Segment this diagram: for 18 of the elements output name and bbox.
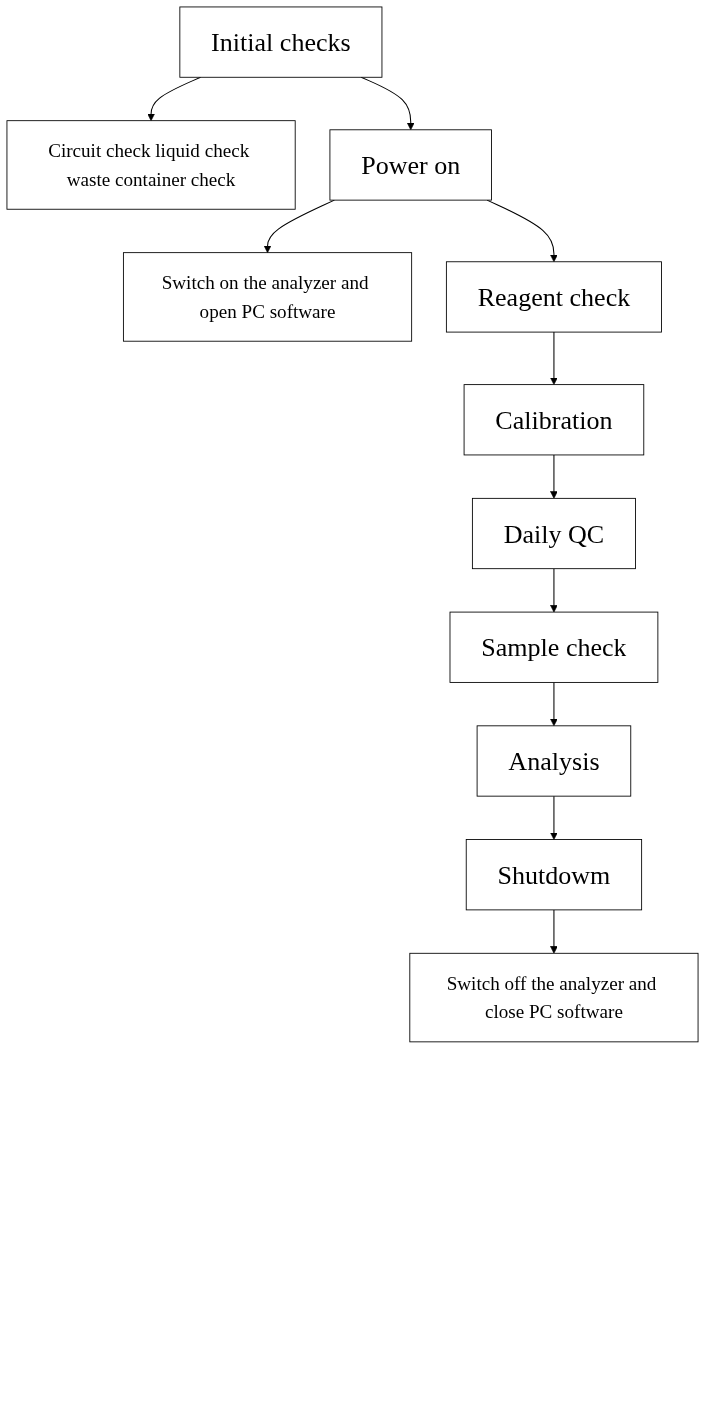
node-box: Circuit check liquid check waste container check bbox=[6, 120, 296, 210]
node-box: Switch off the analyzer and close PC software bbox=[409, 952, 699, 1043]
node-box: Daily QC bbox=[471, 497, 636, 570]
arrow bbox=[550, 795, 558, 840]
node-box: Sample check bbox=[449, 611, 659, 683]
node-box: Shutdowm bbox=[465, 839, 643, 911]
node-box: Power on bbox=[329, 129, 492, 201]
node-box: Switch on the analyzer and open PC software bbox=[122, 252, 413, 342]
arrow bbox=[550, 568, 558, 613]
node-box: Calibration bbox=[463, 384, 645, 456]
arrow bbox=[550, 909, 558, 954]
node-box: Analysis bbox=[476, 725, 632, 797]
node-box: Reagent check bbox=[445, 261, 662, 333]
arrow bbox=[550, 454, 558, 499]
arrow bbox=[550, 681, 558, 727]
arrow bbox=[263, 199, 335, 253]
arrow bbox=[550, 331, 558, 385]
node-box: Initial checks bbox=[179, 6, 383, 78]
